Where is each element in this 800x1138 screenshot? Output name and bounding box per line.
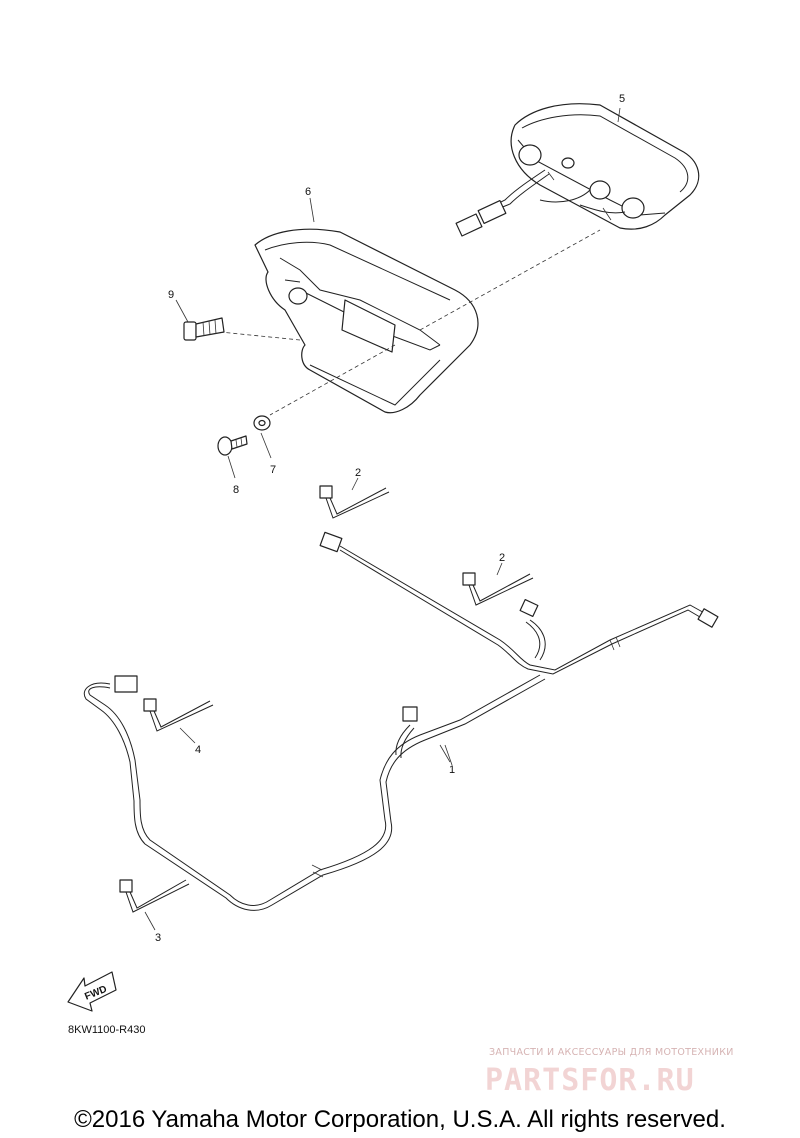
callout-6: 6 <box>305 186 311 198</box>
cable-tie-4 <box>143 698 214 732</box>
cable-tie-2a <box>319 485 390 519</box>
cable-tie-3 <box>119 879 190 913</box>
watermark-logo: PARTSFOR.RU <box>485 1063 695 1098</box>
callout-4: 4 <box>195 744 201 756</box>
callout-5: 5 <box>619 93 625 105</box>
callout-2-upper: 2 <box>355 467 361 479</box>
callout-2-lower: 2 <box>499 552 505 564</box>
callout-8: 8 <box>233 484 239 496</box>
leader-lines <box>144 107 621 931</box>
callout-7: 7 <box>270 464 276 476</box>
callout-3: 3 <box>155 932 161 944</box>
tail-light-assembly <box>455 103 700 237</box>
cable-tie-2b <box>462 572 534 606</box>
fwd-arrow-icon: FWD <box>67 971 117 1012</box>
washer-7 <box>253 415 271 431</box>
copyright-notice: ©2016 Yamaha Motor Corporation, U.S.A. A… <box>74 1106 726 1133</box>
diagram-code: 8KW1100-R430 <box>68 1024 145 1036</box>
callout-1: 1 <box>449 764 455 776</box>
wire-harness <box>83 531 719 911</box>
callout-9: 9 <box>168 289 174 301</box>
watermark-tagline: ЗАПЧАСТИ И АКСЕССУАРЫ ДЛЯ МОТОТЕХНИКИ <box>489 1047 734 1058</box>
screw-8 <box>217 435 248 456</box>
tail-light-cover <box>254 228 479 414</box>
bolt-9 <box>183 317 225 341</box>
